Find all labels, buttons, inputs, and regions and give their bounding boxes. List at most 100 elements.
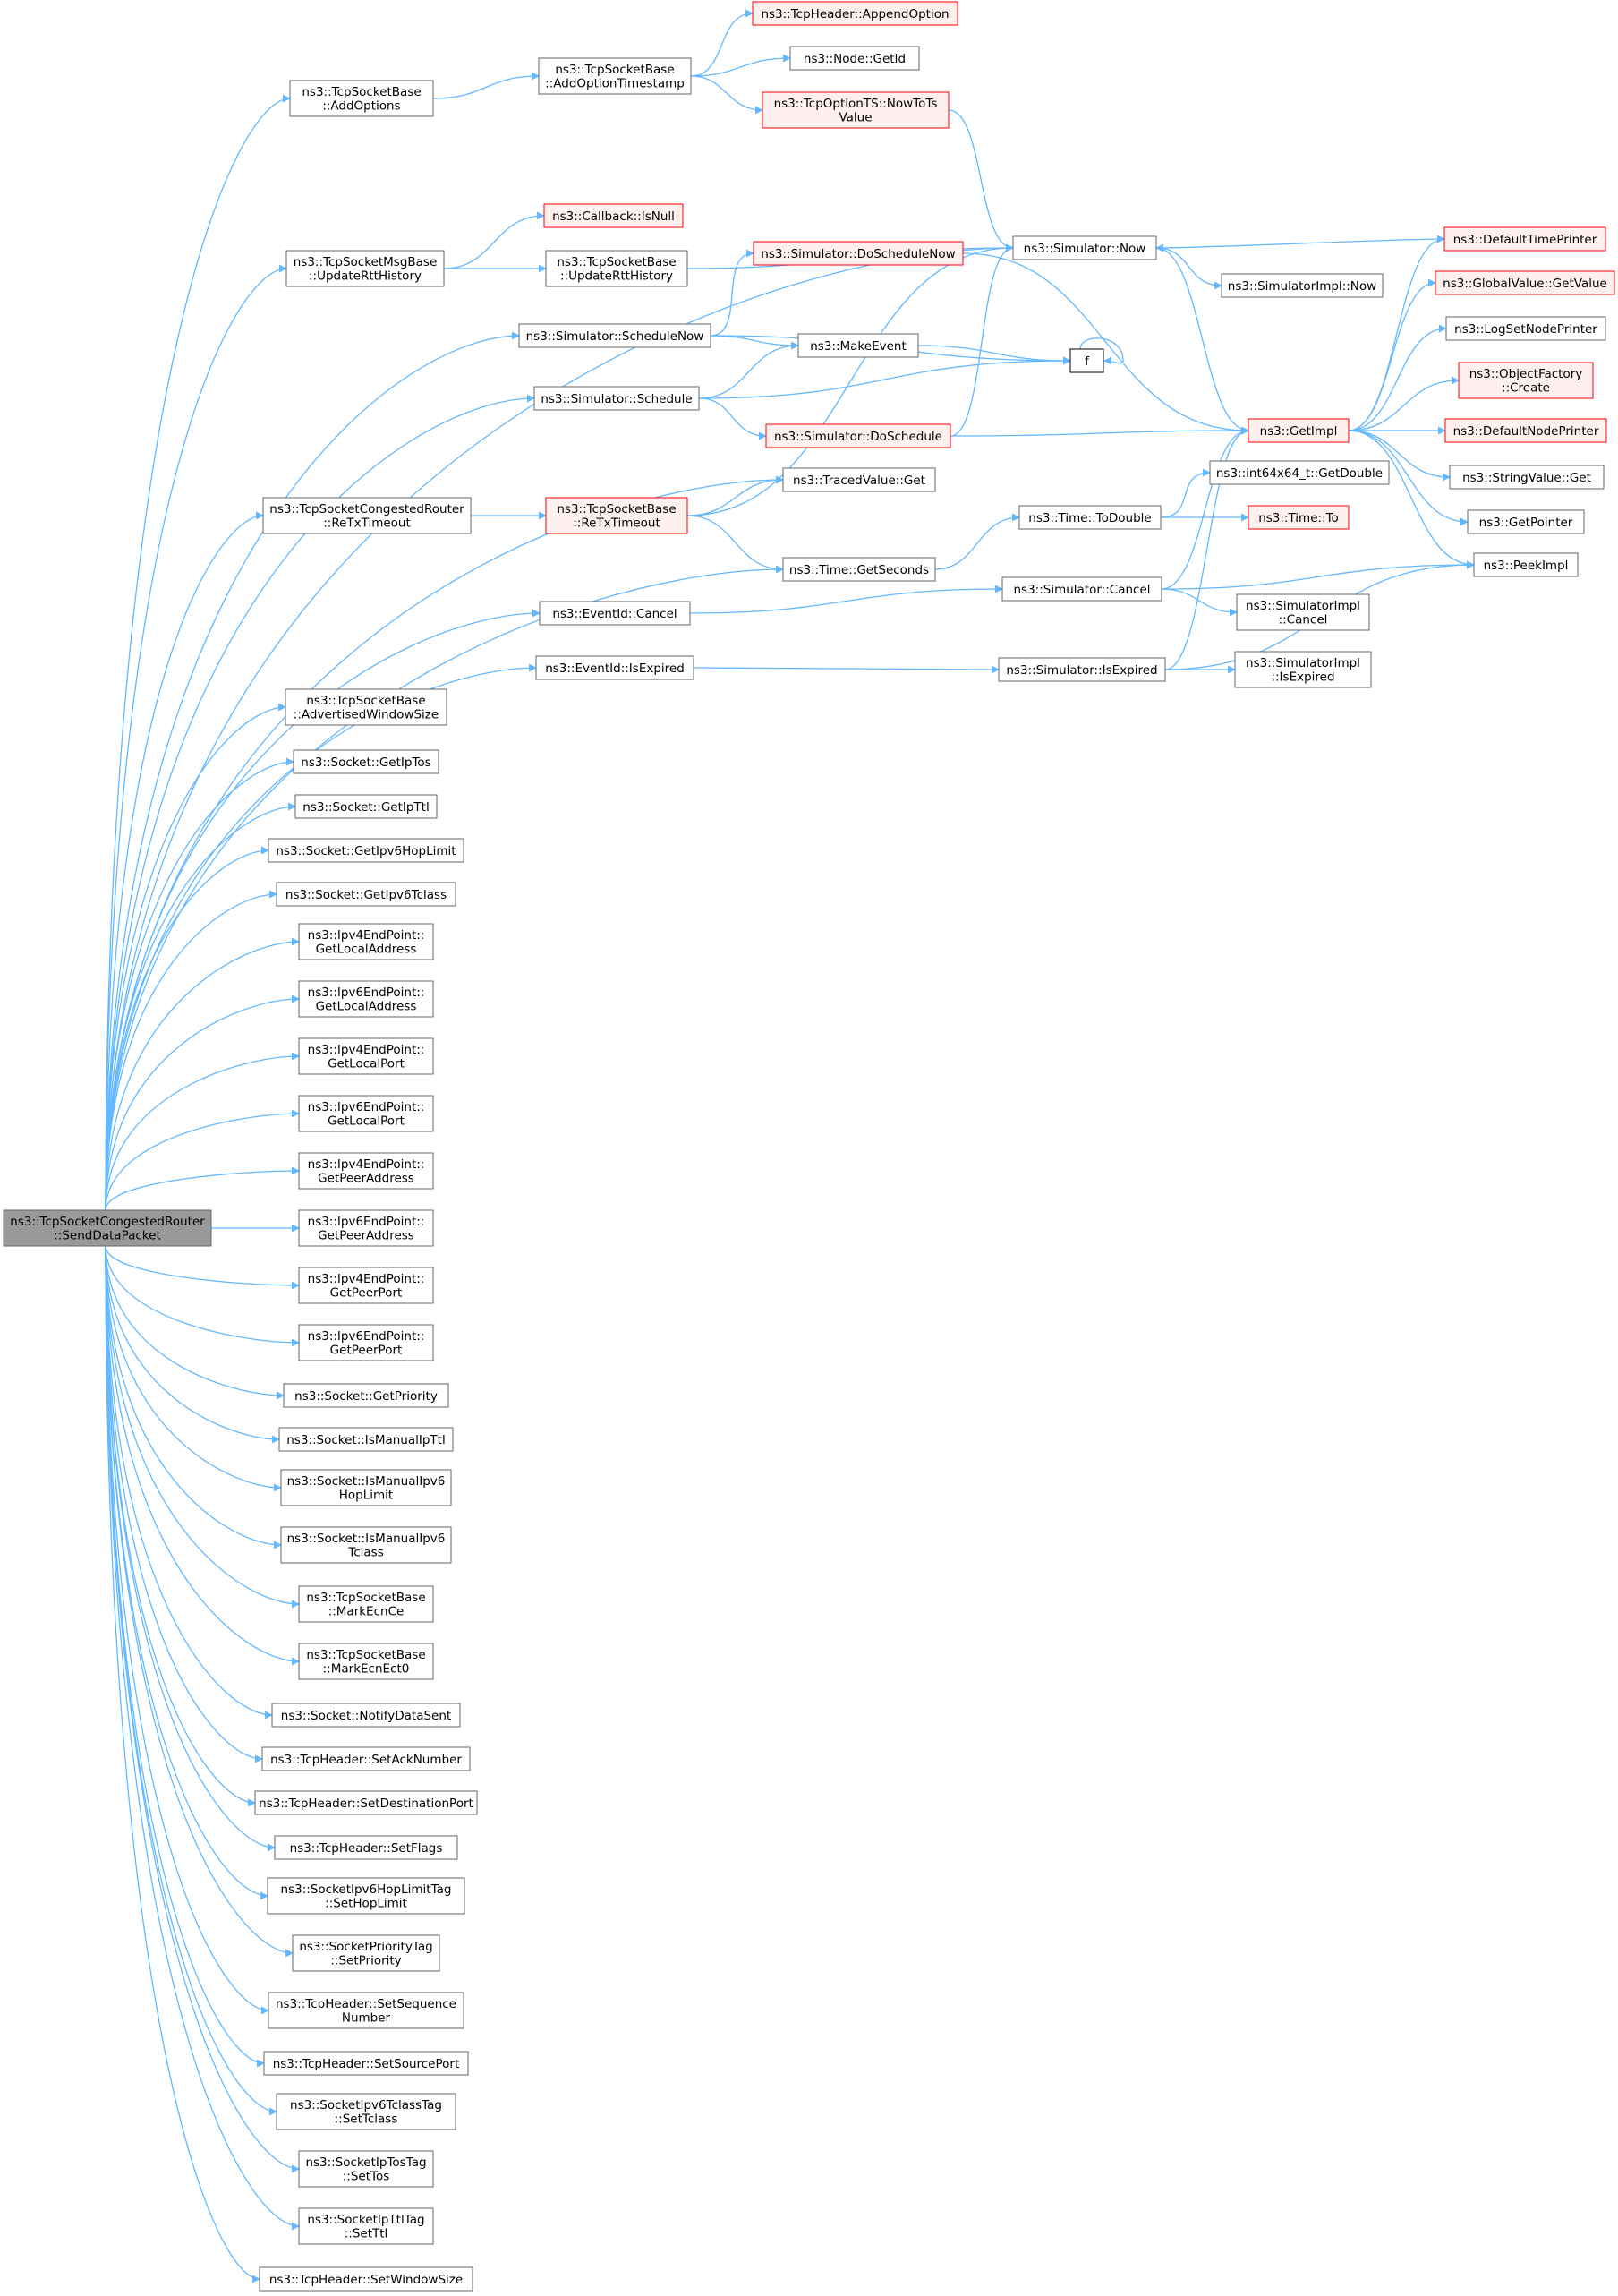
node-implCancel[interactable]: ns3::SimulatorImpl::Cancel xyxy=(1236,593,1370,631)
node-makeEvent[interactable]: ns3::MakeEvent xyxy=(797,333,919,358)
node-nodeGetId[interactable]: ns3::Node::GetId xyxy=(789,46,920,71)
node-setTclass[interactable]: ns3::SocketIpv6TclassTag::SetTclass xyxy=(276,2093,456,2130)
node-schedNow[interactable]: ns3::Simulator::ScheduleNow xyxy=(518,323,711,348)
node-v6PeerPort[interactable]: ns3::Ipv6EndPoint::GetPeerPort xyxy=(298,1324,434,1361)
node-doSchedNow[interactable]: ns3::Simulator::DoScheduleNow xyxy=(753,241,964,266)
node-markEcnCe[interactable]: ns3::TcpSocketBase::MarkEcnCe xyxy=(298,1585,434,1623)
node-baseReTx[interactable]: ns3::TcpSocketBase::ReTxTimeout xyxy=(545,497,688,534)
node-appendOption[interactable]: ns3::TcpHeader::AppendOption xyxy=(752,1,958,26)
edge-root-to-v4PeerAddr xyxy=(105,1166,300,1211)
node-getPriority[interactable]: ns3::Socket::GetPriority xyxy=(283,1383,449,1408)
node-label: ns3::TcpSocketBase xyxy=(557,255,676,269)
node-box xyxy=(268,1992,464,2029)
node-simCancel[interactable]: ns3::Simulator::Cancel xyxy=(1001,576,1162,602)
node-globalGetValue[interactable]: ns3::GlobalValue::GetValue xyxy=(1435,270,1615,295)
node-defNodePrinter[interactable]: ns3::DefaultNodePrinter xyxy=(1444,418,1607,443)
node-setPriority[interactable]: ns3::SocketPriorityTag::SetPriority xyxy=(292,1934,440,1972)
node-objFactory[interactable]: ns3::ObjectFactory::Create xyxy=(1458,362,1594,399)
node-cbIsNull[interactable]: ns3::Callback::IsNull xyxy=(543,203,684,228)
node-v4LocalPort[interactable]: ns3::Ipv4EndPoint::GetLocalPort xyxy=(298,1037,434,1075)
node-v4PeerAddr[interactable]: ns3::Ipv4EndPoint::GetPeerAddress xyxy=(298,1152,434,1190)
node-congReTx[interactable]: ns3::TcpSocketCongestedRouter::ReTxTimeo… xyxy=(262,497,472,534)
node-label: ns3::Simulator::DoScheduleNow xyxy=(761,247,955,261)
node-int64GetDouble[interactable]: ns3::int64x64_t::GetDouble xyxy=(1209,460,1390,485)
node-setDestPort[interactable]: ns3::TcpHeader::SetDestinationPort xyxy=(254,1790,478,1815)
node-tracedGet[interactable]: ns3::TracedValue::Get xyxy=(782,467,936,492)
node-simIsExpired[interactable]: ns3::Simulator::IsExpired xyxy=(998,657,1166,682)
node-addOptions[interactable]: ns3::TcpSocketBase::AddOptions xyxy=(289,80,434,117)
node-v6LocalPort[interactable]: ns3::Ipv6EndPoint::GetLocalPort xyxy=(298,1095,434,1132)
node-msgUpdRtt[interactable]: ns3::TcpSocketMsgBase::UpdateRttHistory xyxy=(285,250,445,287)
node-stringValueGet[interactable]: ns3::StringValue::Get xyxy=(1449,465,1605,490)
node-getSeconds[interactable]: ns3::Time::GetSeconds xyxy=(782,557,936,582)
node-getImpl[interactable]: ns3::GetImpl xyxy=(1248,418,1350,443)
node-setWindowSize[interactable]: ns3::TcpHeader::SetWindowSize xyxy=(259,2266,473,2292)
node-label: ns3::Simulator::DoSchedule xyxy=(774,430,942,444)
edge-getImpl-to-defTimePrinter xyxy=(1348,235,1445,431)
node-box xyxy=(1001,576,1162,602)
node-notifyDataSent[interactable]: ns3::Socket::NotifyDataSent xyxy=(271,1703,461,1728)
node-logSetNodePrinter[interactable]: ns3::LogSetNodePrinter xyxy=(1445,316,1606,341)
node-setAckNumber[interactable]: ns3::TcpHeader::SetAckNumber xyxy=(261,1746,471,1771)
node-doSchedule[interactable]: ns3::Simulator::DoSchedule xyxy=(765,423,951,448)
node-markEcnEct0[interactable]: ns3::TcpSocketBase::MarkEcnEct0 xyxy=(298,1643,434,1680)
node-baseUpdRtt[interactable]: ns3::TcpSocketBase::UpdateRttHistory xyxy=(545,250,688,287)
node-label: ns3::TcpSocketBase xyxy=(557,502,676,516)
node-box xyxy=(1012,235,1157,260)
edge-getImpl-to-logSetNodePrinter xyxy=(1348,324,1447,431)
node-box xyxy=(278,1427,454,1452)
node-box xyxy=(294,794,438,819)
node-implIsExpired[interactable]: ns3::SimulatorImpl::IsExpired xyxy=(1234,651,1372,688)
node-box xyxy=(1435,270,1615,295)
node-addOptTs[interactable]: ns3::TcpSocketBase::AddOptionTimestamp xyxy=(538,57,692,95)
node-setHopLimit[interactable]: ns3::SocketIpv6HopLimitTag::SetHopLimit xyxy=(267,1877,465,1915)
edge-root-to-getPriority xyxy=(105,1245,285,1400)
node-eventIsExpired[interactable]: ns3::EventId::IsExpired xyxy=(535,655,694,680)
edge-doSchedNow-to-getImpl xyxy=(962,252,1249,435)
node-schedule[interactable]: ns3::Simulator::Schedule xyxy=(533,386,700,411)
node-setFlags[interactable]: ns3::TcpHeader::SetFlags xyxy=(274,1835,458,1860)
node-f[interactable]: f xyxy=(1069,348,1104,373)
node-isManualIpTtl[interactable]: ns3::Socket::IsManualIpTtl xyxy=(278,1427,454,1452)
node-label: GetPeerPort xyxy=(330,1344,403,1358)
edge-doSchedule-to-getImpl xyxy=(950,426,1249,437)
node-box xyxy=(782,467,936,492)
node-eventCancel[interactable]: ns3::EventId::Cancel xyxy=(539,601,691,626)
node-label: Value xyxy=(839,111,872,125)
node-box xyxy=(298,1095,434,1132)
edge-root-to-setDestPort xyxy=(105,1245,256,1807)
node-label: ns3::Node::GetId xyxy=(804,52,906,66)
node-getIpTos[interactable]: ns3::Socket::GetIpTos xyxy=(293,749,439,774)
node-label: ns3::StringValue::Get xyxy=(1462,471,1591,485)
node-getIpTtl[interactable]: ns3::Socket::GetIpTtl xyxy=(294,794,438,819)
node-setSourcePort[interactable]: ns3::TcpHeader::SetSourcePort xyxy=(263,2051,469,2076)
node-defTimePrinter[interactable]: ns3::DefaultTimePrinter xyxy=(1443,226,1606,252)
node-advWin[interactable]: ns3::TcpSocketBase::AdvertisedWindowSize xyxy=(285,688,447,726)
node-root[interactable]: ns3::TcpSocketCongestedRouter::SendDataP… xyxy=(3,1209,212,1247)
node-getIpv6Tclass[interactable]: ns3::Socket::GetIpv6Tclass xyxy=(276,882,456,907)
node-v6LocalAddr[interactable]: ns3::Ipv6EndPoint::GetLocalAddress xyxy=(298,980,434,1018)
node-getIpv6HopLimit[interactable]: ns3::Socket::GetIpv6HopLimit xyxy=(268,838,464,863)
node-label: ns3::GetImpl xyxy=(1260,424,1338,439)
node-v4PeerPort[interactable]: ns3::Ipv4EndPoint::GetPeerPort xyxy=(298,1267,434,1304)
node-setTos[interactable]: ns3::SocketIpTosTag::SetTos xyxy=(298,2150,434,2188)
node-simNow[interactable]: ns3::Simulator::Now xyxy=(1012,235,1157,260)
node-label: ns3::TcpHeader::AppendOption xyxy=(761,7,949,21)
node-box xyxy=(543,203,684,228)
node-v6PeerAddr[interactable]: ns3::Ipv6EndPoint::GetPeerAddress xyxy=(298,1209,434,1247)
node-setTtl[interactable]: ns3::SocketIpTtlTag::SetTtl xyxy=(298,2207,434,2245)
node-timeTo[interactable]: ns3::Time::To xyxy=(1248,505,1350,530)
node-v4LocalAddr[interactable]: ns3::Ipv4EndPoint::GetLocalAddress xyxy=(298,923,434,960)
node-timeToDouble[interactable]: ns3::Time::ToDouble xyxy=(1018,505,1162,530)
edge-addOptTs-to-nodeGetId xyxy=(690,54,791,77)
node-getPointer[interactable]: ns3::GetPointer xyxy=(1467,509,1585,534)
node-box xyxy=(762,91,950,129)
node-implNow[interactable]: ns3::SimulatorImpl::Now xyxy=(1221,273,1384,298)
node-peekImpl[interactable]: ns3::PeekImpl xyxy=(1473,552,1579,577)
edge-root-to-setAckNumber xyxy=(105,1245,263,1763)
node-label: ns3::TcpSocketBase xyxy=(555,63,674,77)
